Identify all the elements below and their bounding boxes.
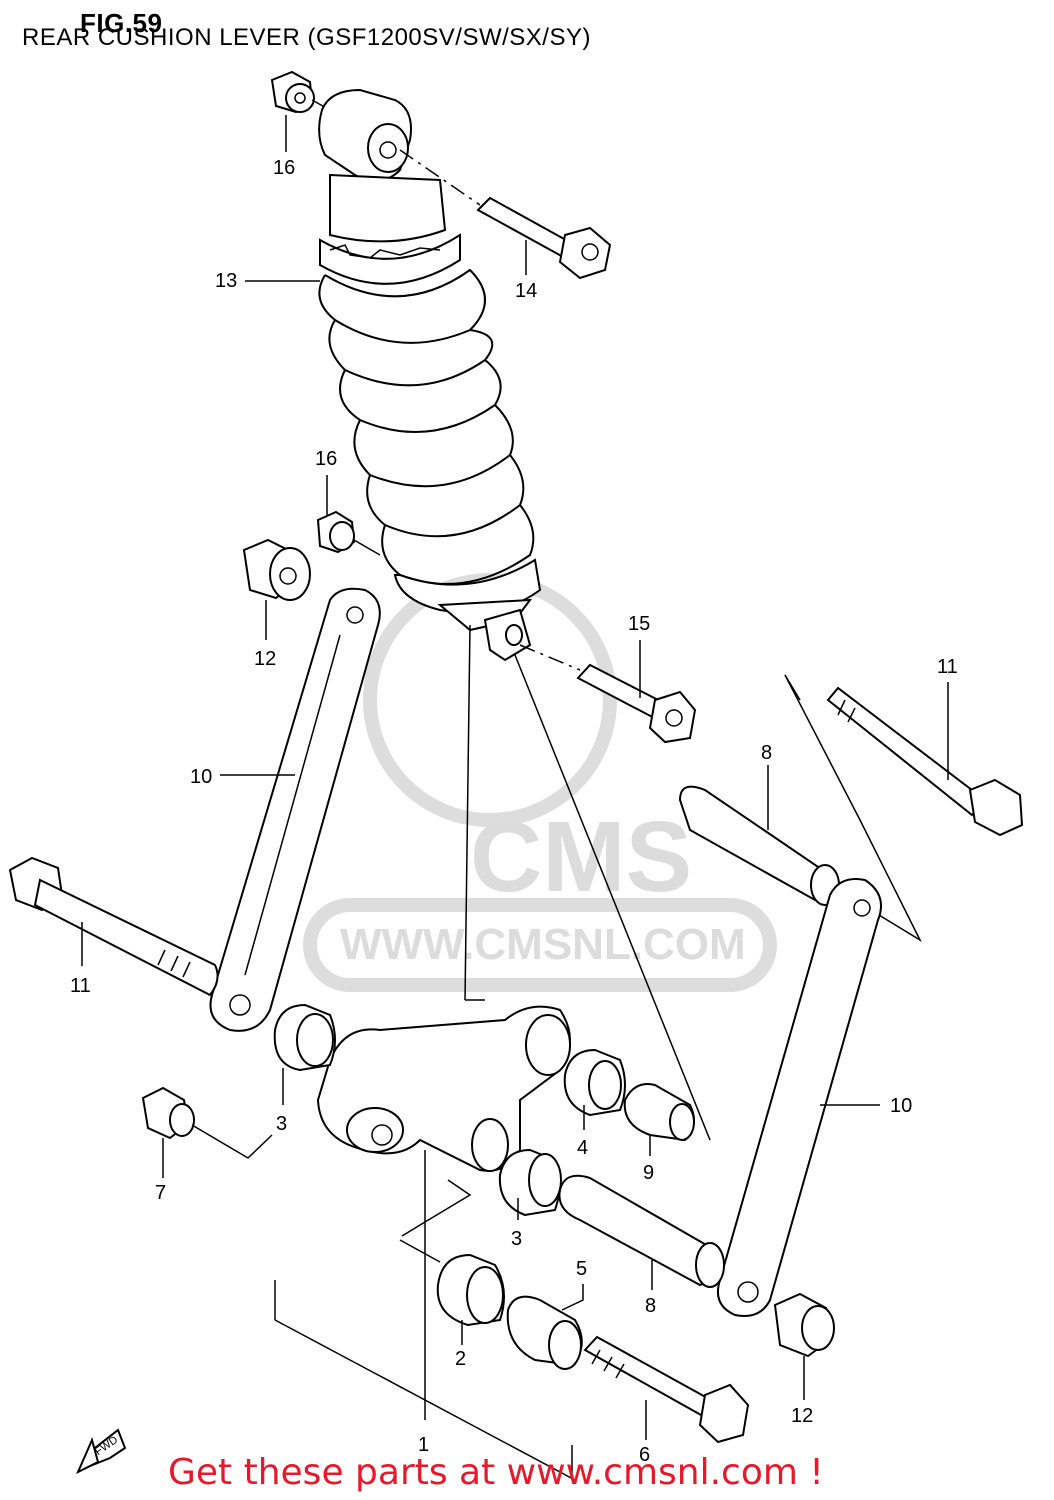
callout-14: 14	[515, 280, 538, 302]
callout-3: 3	[276, 1113, 288, 1135]
callout-5: 5	[576, 1258, 588, 1280]
callout-leader-lines	[81, 115, 949, 1440]
figure-label: FIG.59	[80, 8, 163, 38]
callout-16: 16	[315, 448, 338, 470]
callout-4: 4	[577, 1137, 589, 1159]
fwd-arrow-icon	[75, 1428, 127, 1475]
bushing-2	[436, 1253, 505, 1327]
callout-10: 10	[890, 1095, 913, 1117]
callout-2: 2	[455, 1348, 467, 1370]
callout-15: 15	[628, 613, 651, 635]
bolt-11-right	[826, 686, 1024, 837]
cushion-lever-1	[316, 1005, 571, 1172]
footer-link[interactable]: Get these parts at www.cmsnl.com !	[168, 1452, 824, 1493]
cushion-rod-10-left	[209, 587, 381, 1032]
shock-absorber-13	[318, 88, 542, 662]
spacer-5	[506, 1295, 583, 1370]
callout-7: 7	[155, 1182, 167, 1204]
bushing-3-right	[498, 1148, 562, 1217]
spacer-9	[623, 1083, 695, 1142]
nut-12-top	[242, 538, 311, 601]
callout-16: 16	[273, 157, 296, 179]
nut-16-top	[270, 70, 315, 114]
bolt-11-left	[8, 856, 219, 997]
callout-12: 12	[791, 1405, 814, 1427]
callout-8: 8	[761, 742, 773, 764]
bolt-14	[476, 196, 612, 280]
bolt-6	[583, 1335, 750, 1444]
callout-1: 1	[418, 1434, 430, 1456]
spacer-8-top	[678, 785, 840, 906]
cushion-rod-10-right	[716, 878, 882, 1317]
bushing-4	[563, 1048, 626, 1117]
nut-12-bottom	[773, 1292, 835, 1358]
callout-8: 8	[645, 1295, 657, 1317]
callout-9: 9	[643, 1162, 655, 1184]
bolt-15	[576, 663, 697, 744]
spacer-8-bottom	[558, 1174, 725, 1288]
callout-13: 13	[215, 270, 238, 292]
bushing-3-left	[273, 1003, 336, 1072]
watermark-url: WWW.CMSNL.COM	[340, 920, 746, 969]
nut-16-middle	[316, 510, 356, 554]
callout-11: 11	[70, 975, 91, 997]
callout-6: 6	[639, 1444, 651, 1466]
callout-12: 12	[254, 648, 277, 670]
figure-title: REAR CUSHION LEVER (GSF1200SV/SW/SX/SY)	[22, 24, 591, 51]
callout-3: 3	[511, 1228, 523, 1250]
watermark-url-frame	[303, 898, 777, 992]
callout-10: 10	[190, 766, 213, 788]
nut-7	[141, 1086, 195, 1140]
callout-11: 11	[937, 656, 958, 678]
